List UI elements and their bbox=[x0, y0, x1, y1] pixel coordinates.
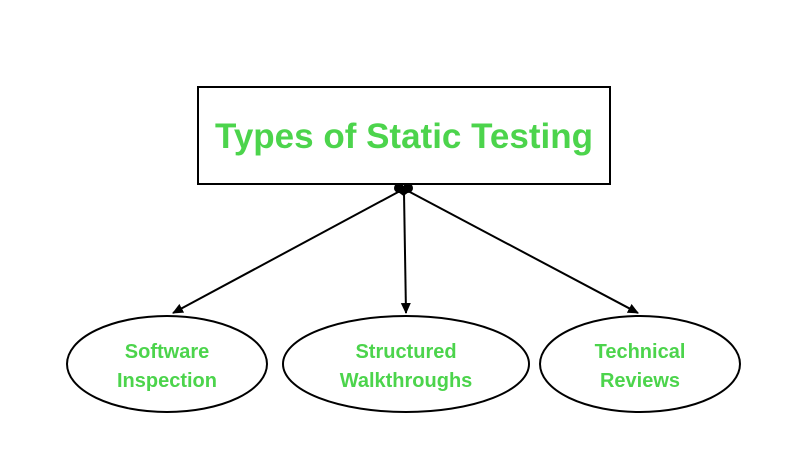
root-node-box bbox=[197, 86, 611, 185]
arrow-to-software-inspection bbox=[172, 190, 401, 314]
child-label-line1: Technical bbox=[595, 341, 686, 363]
arrow-to-technical-reviews bbox=[407, 190, 639, 314]
child-node-technical-reviews: Technical Reviews bbox=[539, 315, 741, 413]
child-label-line2: Reviews bbox=[600, 370, 680, 392]
child-label-line1: Structured bbox=[355, 341, 456, 363]
child-node-structured-walkthroughs: Structured Walkthroughs bbox=[282, 315, 530, 413]
child-label-line2: Walkthroughs bbox=[340, 370, 473, 392]
child-label-line1: Software bbox=[125, 341, 209, 363]
root-node-label: Types of Static Testing bbox=[215, 117, 593, 156]
child-label-line2: Inspection bbox=[117, 370, 217, 392]
arrow-to-structured-walkthroughs bbox=[400, 192, 411, 314]
child-node-software-inspection: Software Inspection bbox=[66, 315, 268, 413]
